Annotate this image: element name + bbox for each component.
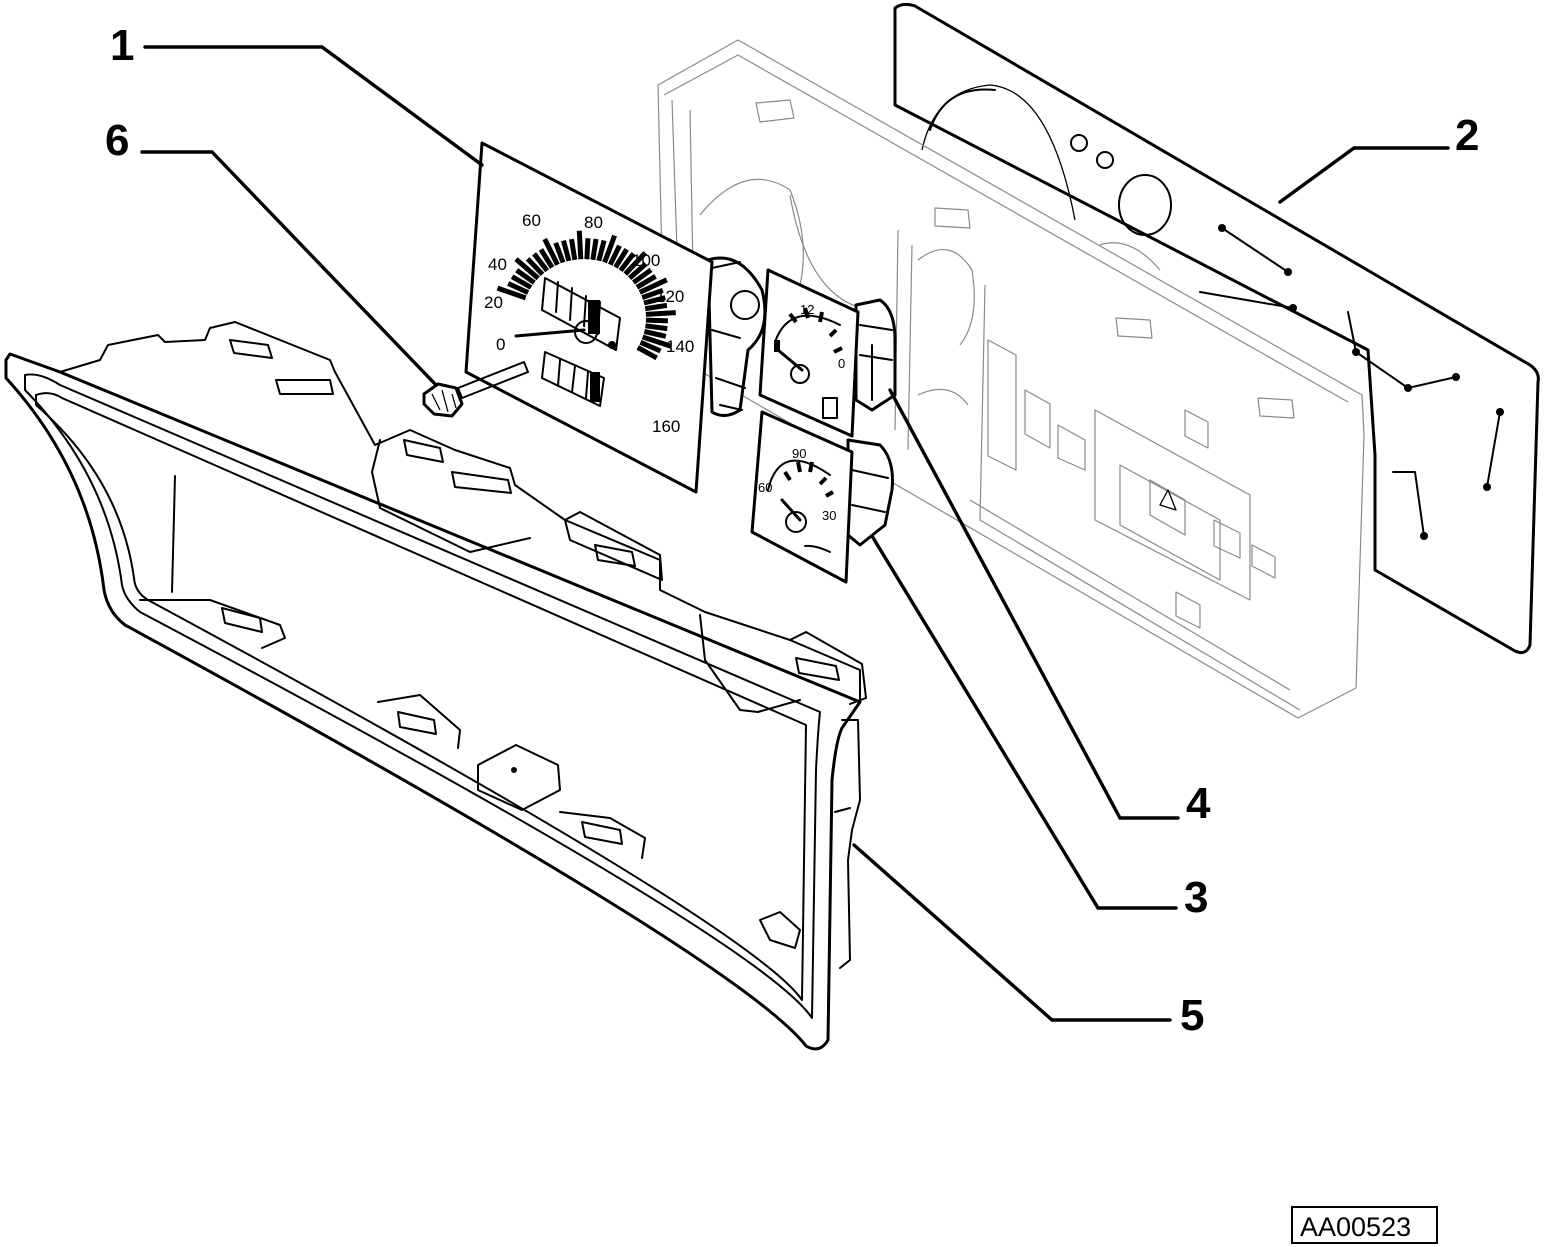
leader-2 <box>1278 146 1450 204</box>
speedometer-tick <box>525 257 545 277</box>
callout-4: 4 <box>1186 779 1211 828</box>
temp-scale-30: 30 <box>822 508 836 523</box>
speed-80: 80 <box>584 213 603 232</box>
callout-1: 1 <box>110 21 134 70</box>
speed-140: 140 <box>666 337 694 356</box>
speedometer-tick <box>641 287 664 300</box>
reference-code: AA00523 <box>1300 1212 1411 1242</box>
speedometer-tick <box>607 244 622 266</box>
leader-5 <box>852 843 1172 1022</box>
front-bezel <box>4 321 867 1051</box>
speedometer-tick <box>643 295 666 306</box>
callout-5: 5 <box>1180 991 1204 1040</box>
speedometer-tick <box>643 329 667 339</box>
speedometer-tick <box>553 242 566 264</box>
temp-scale-60: 60 <box>758 480 772 495</box>
fuel-gauge: 12 0 <box>758 268 897 438</box>
speed-20: 20 <box>484 293 503 312</box>
callout-3: 3 <box>1184 873 1208 922</box>
speedometer-tick <box>632 267 653 285</box>
speedometer-tick <box>645 317 668 324</box>
speedometer-tick <box>542 237 560 266</box>
speedometer-tick <box>613 247 629 269</box>
speed-60: 60 <box>522 211 541 230</box>
speedometer-tick <box>627 262 648 280</box>
speed-120: 120 <box>656 287 684 306</box>
speedometer-tick <box>596 239 607 262</box>
reference-code-box: AA00523 <box>1291 1206 1438 1244</box>
speedometer-tick <box>641 334 672 349</box>
speedometer-tick <box>638 277 668 295</box>
speedometer-tick <box>576 230 584 260</box>
speedometer-tick <box>496 285 527 301</box>
speed-160: 160 <box>652 417 680 436</box>
speedometer-tick <box>561 239 572 262</box>
speedometer-tick <box>623 251 648 276</box>
speedometer-tick <box>644 302 668 312</box>
temp-scale-90: 90 <box>792 446 806 461</box>
speedometer-tick <box>590 238 599 261</box>
speedometer-tick <box>514 257 540 281</box>
speed-40: 40 <box>488 255 507 274</box>
callout-6: 6 <box>105 116 129 165</box>
speedometer-tick <box>507 281 530 295</box>
speedometer-tick <box>639 340 662 354</box>
instrument-housing <box>657 39 1365 719</box>
trip-reset-knob <box>422 361 529 418</box>
speed-0: 0 <box>496 335 505 354</box>
speedometer-ticks <box>496 230 676 361</box>
speedometer-tick <box>584 238 591 260</box>
speedometer-tick <box>510 274 533 290</box>
speedometer-tick <box>618 252 636 273</box>
speedometer-tick <box>602 234 617 264</box>
speed-100: 100 <box>632 251 660 270</box>
rear-circuit-panel <box>893 2 1540 654</box>
speedometer-tick <box>636 345 658 361</box>
leader-3 <box>870 534 1178 910</box>
leader-lines <box>140 45 1450 1022</box>
speedometer-tick <box>538 248 555 269</box>
speedometer: 0 20 40 60 80 100 120 140 160 <box>464 141 767 494</box>
speedometer-tick <box>515 268 536 285</box>
callout-labels: 1 2 3 4 5 6 <box>105 21 1479 1040</box>
speedometer-tick <box>645 310 676 317</box>
callout-2: 2 <box>1455 111 1479 160</box>
leader-4 <box>888 388 1180 820</box>
fuel-scale-12: 12 <box>800 302 814 317</box>
temperature-gauge: 90 60 30 <box>750 410 894 584</box>
speedometer-tick <box>569 238 578 261</box>
speedometer-tick <box>645 323 668 332</box>
speedometer-tick <box>532 252 550 273</box>
fuel-scale-0: 0 <box>838 356 845 371</box>
leader-6 <box>140 150 438 387</box>
speedometer-tick <box>635 274 657 290</box>
leader-1 <box>143 45 484 167</box>
